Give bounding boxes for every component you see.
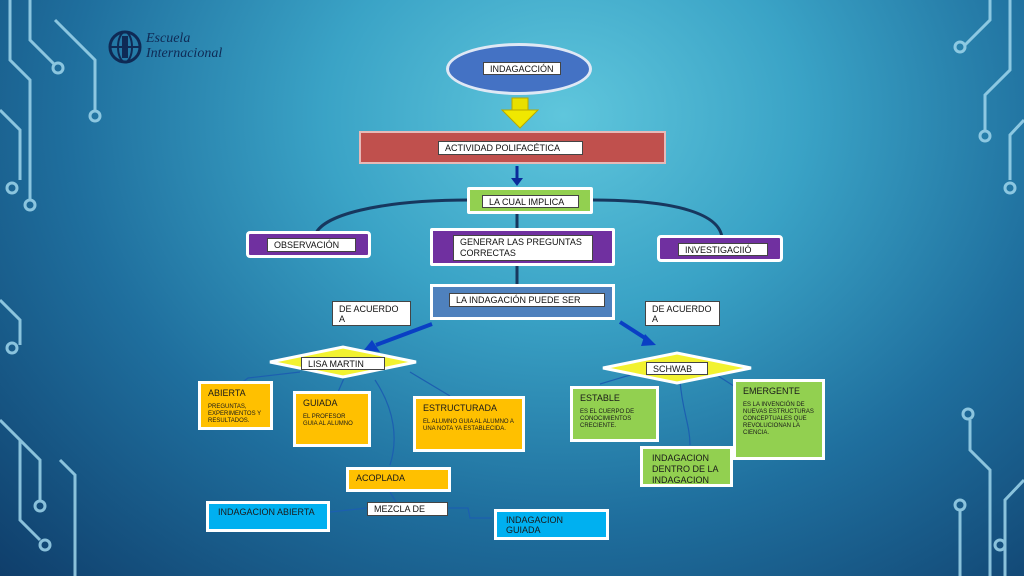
indagaccion-node: INDAGACCIÓN: [446, 43, 592, 95]
ind-abierta-card: INDAGACION ABIERTA: [206, 501, 330, 532]
logo-line1: Escuela: [146, 31, 191, 46]
dentro-title: INDAGACION DENTRO DE LA INDAGACION: [652, 453, 719, 485]
de-acuerdo-left: DE ACUERDO A: [332, 301, 411, 326]
actividad-node: ACTIVIDAD POLIFACÉTICA: [359, 131, 666, 164]
observacion-label: OBSERVACIÓN: [267, 238, 356, 252]
puede-ser-label: LA INDAGACIÓN PUEDE SER: [449, 293, 605, 307]
puede-ser-node: LA INDAGACIÓN PUEDE SER: [430, 284, 615, 320]
estructurada-card: ESTRUCTURADA EL ALUMNO GUIA AL ALUMNO A …: [413, 396, 525, 452]
generar-node: GENERAR LAS PREGUNTAS CORRECTAS: [430, 228, 615, 266]
emergente-desc: ES LA INVENCIÓN DE NUEVAS ESTRUCTURAS CO…: [743, 402, 814, 436]
ind-guiada-card: INDAGACION GUIADA: [494, 509, 609, 540]
acoplada-card: ACOPLADA: [346, 467, 451, 492]
guiada-card: GUIADA EL PROFESOR GUIA AL ALUMNO: [293, 391, 371, 447]
estructurada-desc: EL ALUMNO GUIA AL ALUMNO A UNA NOTA YA E…: [423, 419, 514, 432]
ind-abierta-title: INDAGACION ABIERTA: [218, 507, 315, 517]
investigacion-node: INVESTIGACIIÓ: [657, 235, 783, 262]
abierta-desc: PREGUNTAS, EXPERIMENTOS Y RESULTADOS.: [208, 404, 262, 424]
guiada-desc: EL PROFESOR GUIA AL ALUMNO: [303, 414, 353, 427]
abierta-card: ABIERTA PREGUNTAS, EXPERIMENTOS Y RESULT…: [198, 381, 273, 430]
estructurada-title: ESTRUCTURADA: [423, 403, 498, 413]
guiada-title: GUIADA: [303, 398, 338, 408]
estable-desc: ES EL CUERPO DE CONOCIMIENTOS CRECIENTE.: [580, 409, 635, 429]
emergente-title: EMERGENTE: [743, 386, 801, 396]
ind-guiada-title: INDAGACION GUIADA: [506, 515, 564, 535]
acoplada-title: ACOPLADA: [356, 473, 406, 483]
mezcla-label: MEZCLA DE: [367, 502, 448, 516]
estable-card: ESTABLE ES EL CUERPO DE CONOCIMIENTOS CR…: [570, 386, 659, 442]
actividad-label: ACTIVIDAD POLIFACÉTICA: [438, 141, 583, 155]
logo: Escuela Internacional: [106, 28, 236, 68]
abierta-title: ABIERTA: [208, 388, 246, 398]
investigacion-label: INVESTIGACIIÓ: [678, 243, 768, 256]
estable-title: ESTABLE: [580, 393, 620, 403]
schwab-label: SCHWAB: [646, 362, 708, 375]
de-acuerdo-right: DE ACUERDO A: [645, 301, 720, 326]
logo-line2: Internacional: [146, 46, 223, 61]
indagaccion-label: INDAGACCIÓN: [483, 62, 561, 75]
emergente-card: EMERGENTE ES LA INVENCIÓN DE NUEVAS ESTR…: [733, 379, 825, 460]
observacion-node: OBSERVACIÓN: [246, 231, 371, 258]
lisa-martin-label: LISA MARTIN: [301, 357, 385, 370]
la-cual-implica-node: LA CUAL IMPLICA: [467, 187, 593, 214]
dentro-card: INDAGACION DENTRO DE LA INDAGACION: [640, 446, 733, 487]
globe-logo-icon: [108, 30, 142, 64]
la-cual-implica-label: LA CUAL IMPLICA: [482, 195, 579, 208]
generar-label: GENERAR LAS PREGUNTAS CORRECTAS: [453, 235, 593, 261]
